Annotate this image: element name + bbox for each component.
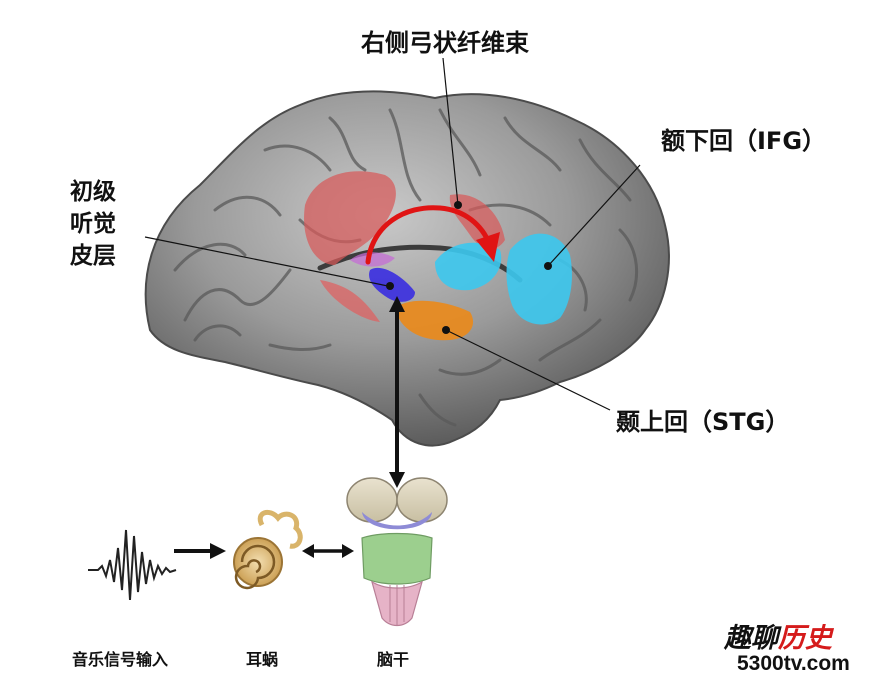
- label-a1-line-3: 皮层: [70, 243, 116, 269]
- arcuate-red-arrowhead: [476, 232, 500, 262]
- vertical-double-arrow: [389, 296, 405, 488]
- label-a1-line-2: 听觉: [70, 211, 116, 237]
- label-cochlea: 耳蜗: [246, 650, 279, 669]
- leader-arcuate: [442, 57, 459, 206]
- label-ifg: 额下回（IFG）: [661, 127, 827, 155]
- arrow-cochlea-brainstem: [302, 544, 354, 558]
- ifg-region: [435, 233, 572, 325]
- leader-dots: [386, 201, 552, 334]
- leader-ifg: [547, 164, 641, 267]
- arrow-wave-to-cochlea: [174, 543, 226, 559]
- watermark-part1: 趣聊: [724, 623, 778, 654]
- label-a1-line-1: 初级: [70, 179, 116, 205]
- cochlea-illustration: [233, 509, 303, 590]
- arcuate-red-arrow: [365, 205, 493, 265]
- stg-region: [395, 300, 474, 341]
- label-stg: 颞上回（STG）: [616, 408, 790, 436]
- label-primary-auditory-cortex: 初级 听觉 皮层: [70, 176, 116, 272]
- dot-arcuate: [454, 201, 462, 209]
- dot-stg: [442, 326, 450, 334]
- label-brainstem: 脑干: [377, 650, 410, 669]
- watermark-site: 5300tv.com: [737, 652, 850, 675]
- brain-hemisphere: [144, 90, 670, 447]
- dot-ifg: [544, 262, 552, 270]
- brain-gyri: [173, 108, 639, 427]
- brain: [144, 90, 670, 447]
- label-music-input: 音乐信号输入: [72, 650, 169, 669]
- leader-lines: [144, 57, 641, 411]
- leader-stg: [445, 329, 611, 411]
- sound-wave: [88, 529, 177, 601]
- label-arcuate-fasciculus: 右侧弓状纤维束: [361, 29, 529, 57]
- leader-a1: [144, 236, 389, 287]
- dot-a1: [386, 282, 394, 290]
- brainstem-illustration: [346, 477, 448, 627]
- watermark-part2: 历史: [778, 623, 832, 654]
- watermark-logo: 趣聊历史: [724, 616, 832, 655]
